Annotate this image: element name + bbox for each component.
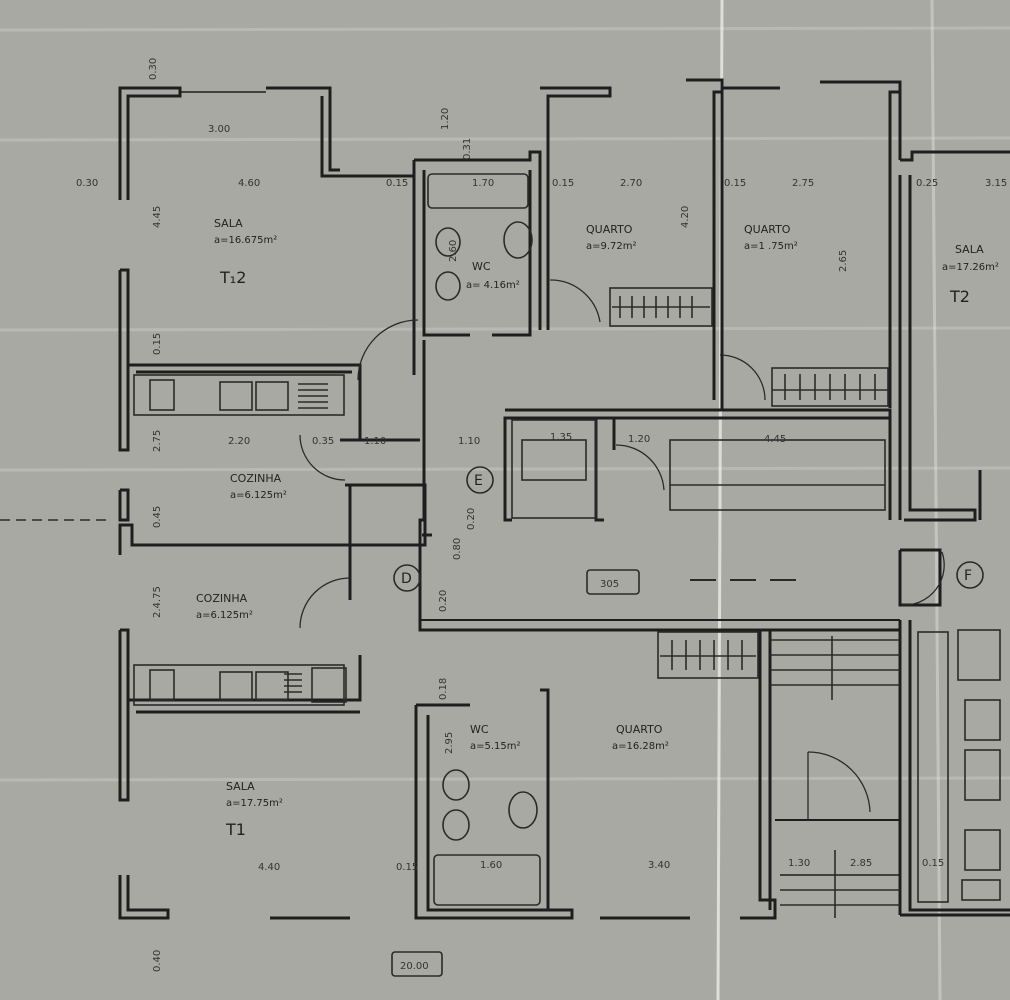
unit-label-t2-right: T2	[949, 287, 970, 306]
marker-e: E	[474, 473, 483, 489]
room-name-quarto-a: QUARTO	[586, 223, 633, 236]
room-name-sala-t1: SALA	[226, 780, 255, 793]
dim-label: 2.75	[792, 178, 814, 189]
marker-f-circle	[956, 561, 984, 589]
box-305	[586, 569, 640, 595]
room-area-wc-top: a= 4.16m²	[466, 280, 520, 291]
dim-label: 0.15	[552, 178, 574, 189]
dim-label: 0.20	[466, 508, 477, 530]
room-area-cozinha-upper: a=6.125m²	[230, 490, 287, 501]
dim-label: 2.85	[850, 858, 872, 869]
box-305-label: 305	[600, 579, 619, 590]
marker-d-circle	[393, 564, 421, 592]
dim-label: 0.20	[438, 590, 449, 612]
dim-label: 0.31	[462, 138, 473, 160]
room-labels: SALA a=16.675m² T₁2 WC a= 4.16m² QUARTO …	[196, 217, 999, 839]
dim-label: 0.30	[148, 58, 159, 80]
dim-label: 1.10	[364, 436, 386, 447]
dim-label: 0.15	[922, 858, 944, 869]
fixtures	[133, 173, 1001, 918]
marker-e-circle	[466, 466, 494, 494]
room-area-sala-t2-left: a=16.675m²	[214, 235, 277, 246]
unit-label-t1: T1	[225, 820, 246, 839]
dim-label: 1.70	[472, 178, 494, 189]
dim-label: 4.20	[680, 206, 691, 228]
room-name-cozinha-upper: COZINHA	[230, 472, 282, 485]
dim-label: 4.45	[764, 434, 786, 445]
dim-label: 4.45	[152, 206, 163, 228]
dim-label: 1.20	[440, 108, 451, 130]
dim-label: 2.95	[444, 732, 455, 754]
room-name-quarto-b: QUARTO	[744, 223, 791, 236]
marker-f: F	[964, 568, 972, 584]
dim-label: 4.40	[258, 862, 280, 873]
dim-label: 0.15	[724, 178, 746, 189]
dim-label: 3.00	[208, 124, 230, 135]
room-name-sala-t2-left: SALA	[214, 217, 243, 230]
dim-label: 0.30	[76, 178, 98, 189]
dim-label: 3.15	[985, 178, 1007, 189]
markers: E D F 305 20.00	[391, 466, 984, 977]
dim-label: 0.15	[152, 333, 163, 355]
dim-label: 0.35	[312, 436, 334, 447]
dim-label: 1.20	[628, 434, 650, 445]
walls	[118, 78, 1010, 920]
dim-label: 0.40	[152, 950, 163, 972]
unit-label-t2-left: T₁2	[219, 268, 246, 287]
room-name-cozinha-lower: COZINHA	[196, 592, 248, 605]
dim-label: 0.80	[452, 538, 463, 560]
room-area-sala-t1: a=17.75m²	[226, 798, 283, 809]
room-area-quarto-a: a=9.72m²	[586, 241, 637, 252]
dim-label: 1.30	[788, 858, 810, 869]
room-area-sala-t2-right: a=17.26m²	[942, 262, 999, 273]
dimensions: 0.30 3.00 0.30 4.60 0.15 1.70 0.15 2.70 …	[76, 58, 1007, 972]
dim-label: 2.4.75	[152, 586, 163, 618]
dim-label: 0.45	[152, 506, 163, 528]
room-name-sala-t2-right: SALA	[955, 243, 984, 256]
room-name-wc-bottom: WC	[470, 723, 489, 736]
marker-d: D	[401, 571, 412, 587]
room-area-quarto-c: a=16.28m²	[612, 741, 669, 752]
dim-label: 2.75	[152, 430, 163, 452]
room-name-quarto-c: QUARTO	[616, 723, 663, 736]
dim-label: 1.35	[550, 432, 572, 443]
dim-label: 2.70	[620, 178, 642, 189]
dim-label: 0.25	[916, 178, 938, 189]
room-area-cozinha-lower: a=6.125m²	[196, 610, 253, 621]
room-area-wc-bottom: a=5.15m²	[470, 741, 521, 752]
room-area-quarto-b: a=1 .75m²	[744, 241, 798, 252]
dim-label: 0.15	[396, 862, 418, 873]
dim-label: 0.15	[386, 178, 408, 189]
dim-label: 2.60	[448, 240, 459, 262]
dim-label: 0.18	[438, 678, 449, 700]
dim-label: 1.60	[480, 860, 502, 871]
dim-label: 4.60	[238, 178, 260, 189]
doors	[299, 279, 945, 820]
dim-label: 2.65	[838, 250, 849, 272]
dim-label: 1.10	[458, 436, 480, 447]
box-2000-label: 20.00	[400, 961, 429, 972]
box-2000	[391, 951, 443, 977]
room-name-wc-top: WC	[472, 260, 491, 273]
dim-label: 3.40	[648, 860, 670, 871]
dim-label: 2.20	[228, 436, 250, 447]
